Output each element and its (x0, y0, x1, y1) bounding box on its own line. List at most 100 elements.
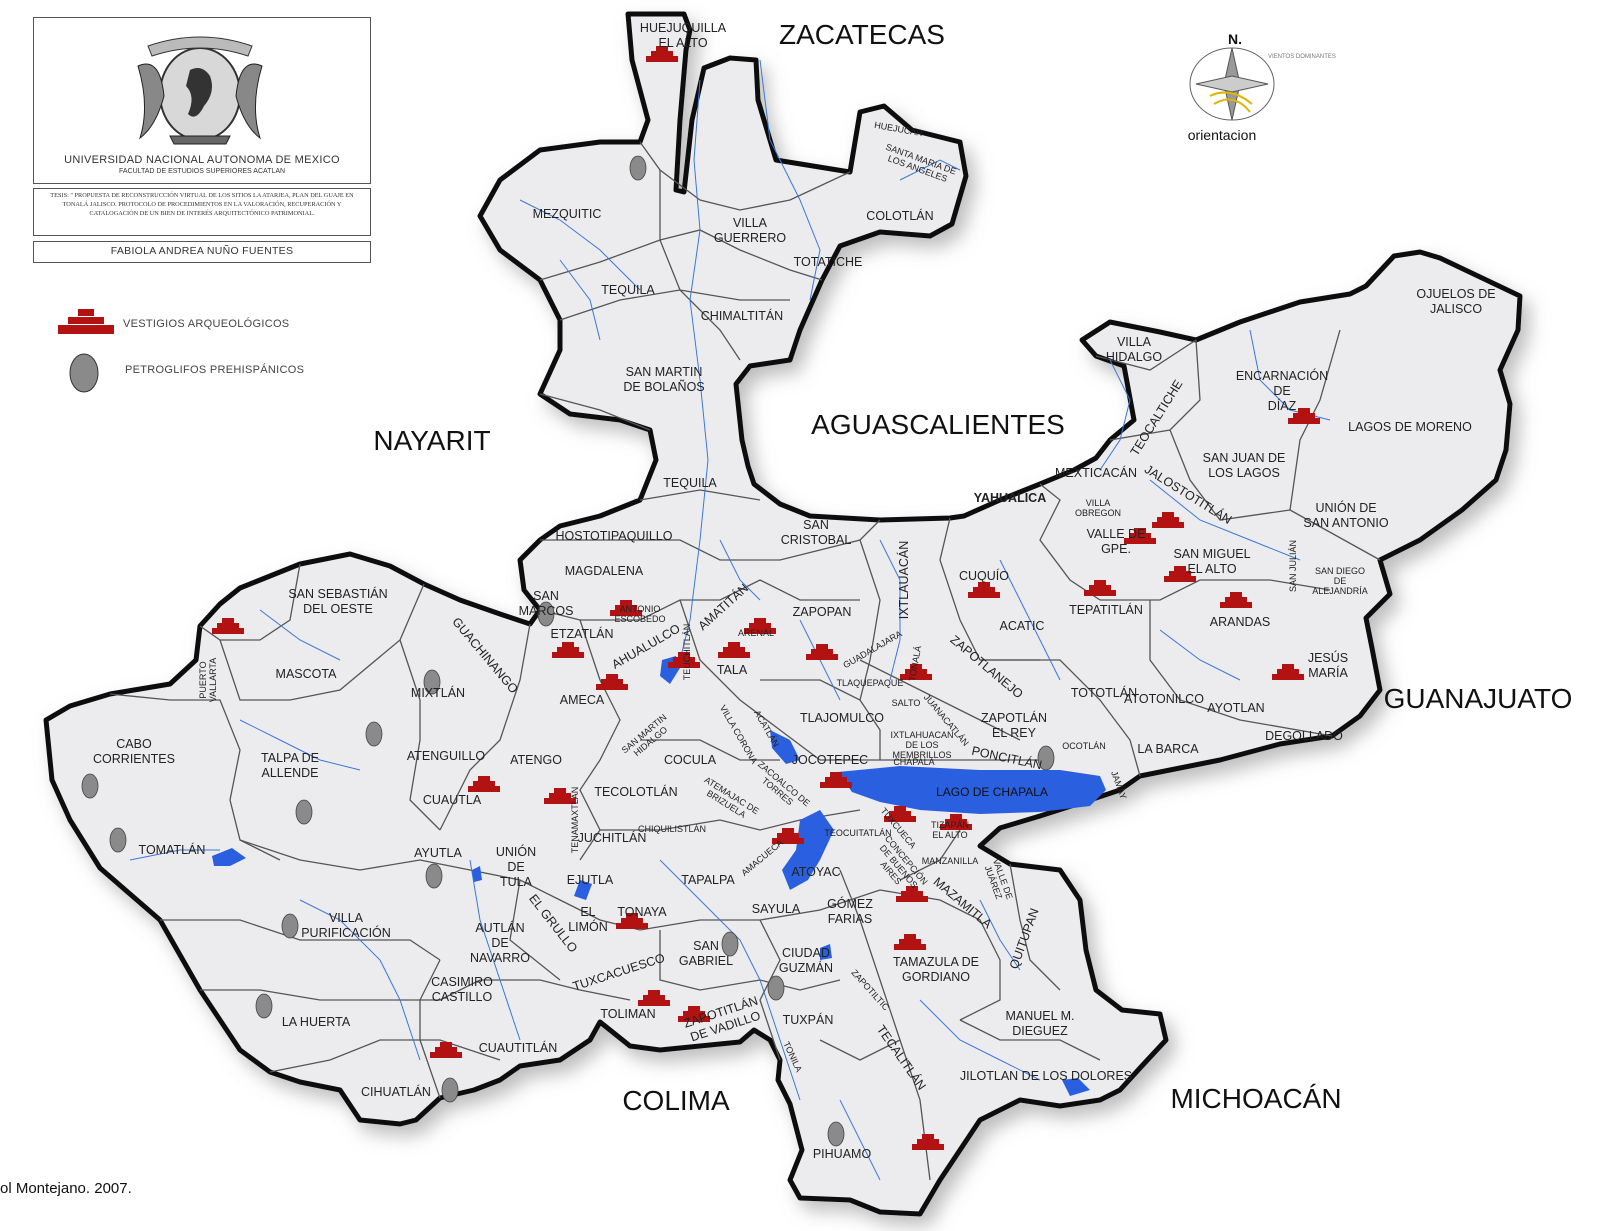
state-michoacan: MICHOACÁN (1170, 1083, 1341, 1114)
archaeological-site-icon (1220, 592, 1252, 608)
muni-label-line: GUERRERO (714, 231, 787, 245)
muni-label-line: VALLARTA (208, 658, 218, 703)
muni-label-line: CIHUATLÁN (361, 1084, 431, 1099)
compass-winds: VIENTOS DOMINANTES (1268, 54, 1336, 60)
muni-label-line: OCOTLÁN (1062, 741, 1106, 751)
muni-label-line: CHIMALTITÁN (701, 308, 783, 323)
muni-label-line: JESÚS (1308, 650, 1348, 665)
archaeological-site-icon (806, 644, 838, 660)
muni-label-line: MARÍA (1308, 665, 1348, 680)
muni-chiquilistlan: CHIQUILISTLÁN (638, 824, 706, 834)
muni-label-line: AYOTLAN (1207, 701, 1264, 715)
muni-label-line: AYUTLA (414, 846, 462, 860)
muni-label-line: SAN MARTIN (626, 365, 703, 379)
petroglyph-site-icon (423, 669, 441, 695)
muni-jocotepec: JOCOTEPEC (792, 753, 868, 767)
muni-label-line: ALEJANDRÍA (1312, 586, 1368, 596)
muni-puerto-vallarta: PUERTOVALLARTA (198, 658, 218, 703)
muni-degollado: DEGOLLADO (1265, 729, 1343, 743)
archaeological-site-icon (884, 806, 916, 822)
archaeological-site-icon (544, 788, 576, 804)
muni-tecolotlan: TECOLOTLÁN (594, 784, 677, 799)
muni-label-line: ZAPOTLÁN (981, 710, 1047, 725)
muni-arandas: ARANDAS (1210, 615, 1270, 629)
muni-tomatlan: TOMATLÁN (139, 842, 206, 857)
muni-label-line: SAN MIGUEL (1173, 547, 1250, 561)
muni-tlajomulco: TLAJOMULCO (800, 711, 884, 725)
muni-label-line: TLAJOMULCO (800, 711, 884, 725)
muni-label-line: MIXTLÁN (411, 685, 465, 700)
muni-label-line: HIDALGO (1106, 350, 1163, 364)
muni-colotlan: COLOTLÁN (866, 208, 933, 223)
petroglyph-site-icon (295, 799, 313, 825)
petroglyph-site-icon (281, 913, 299, 939)
muni-label-line: EL (580, 905, 595, 919)
muni-label-line: AMECA (560, 693, 605, 707)
muni-label-line: MANUEL M. (1006, 1009, 1075, 1023)
muni-juchitlan: JUCHITLÁN (578, 830, 647, 845)
muni-ocotlan: OCOTLÁN (1062, 741, 1106, 751)
muni-yahualica: YAHUALICA (974, 491, 1046, 505)
muni-label-line: JUCHITLÁN (578, 830, 647, 845)
thesis-box: TESIS: " PROPUESTA DE RECONSTRUCCIÓN VIR… (33, 188, 371, 236)
muni-label-line: DÍAZ (1268, 398, 1297, 413)
muni-chapala: CHAPALA (893, 757, 934, 767)
muni-label-line: SAN (533, 589, 559, 603)
muni-label-line: UNIÓN DE (1315, 500, 1376, 515)
muni-label-line: LA HUERTA (282, 1015, 351, 1029)
muni-label-line: VILLA (1086, 498, 1111, 508)
muni-label-line: EL REY (992, 726, 1037, 740)
muni-hostotipaquillo: HOSTOTIPAQUILLO (556, 529, 673, 543)
muni-label-line: ARENAL (738, 628, 774, 638)
muni-label-line: CASTILLO (432, 990, 493, 1004)
muni-label-line: ZAPOPAN (793, 605, 852, 619)
muni-mascota: MASCOTA (276, 667, 338, 681)
muni-label-line: TOLIMAN (600, 1007, 655, 1021)
muni-label-line: DE (507, 860, 524, 874)
muni-manzanilla: MANZANILLA (922, 856, 979, 866)
muni-label-line: CASIMIRO (431, 975, 493, 989)
muni-label-line: VALLE DE (1087, 527, 1146, 541)
muni-label-line: TEPATITLÁN (1069, 602, 1143, 617)
archaeological-site-icon (820, 772, 852, 788)
muni-chimaltitan: CHIMALTITÁN (701, 308, 783, 323)
muni-label-line: SAN JUAN DE (1203, 451, 1286, 465)
muni-label-line: DEGOLLADO (1265, 729, 1343, 743)
muni-label-line: GORDIANO (902, 970, 970, 984)
muni-pihuamo: PIHUAMO (813, 1147, 872, 1161)
lake-tomatlan-dam (212, 848, 246, 866)
muni-label-line: ENCARNACIÓN (1236, 368, 1328, 383)
muni-label-line: VILLA (329, 911, 364, 925)
archaeological-site-icon (1272, 664, 1304, 680)
lake-sayula (782, 810, 834, 890)
archaeological-site-icon (912, 1134, 944, 1150)
muni-label-line: IXTLAUACÁN (896, 541, 911, 620)
archaeological-site-icon (1288, 408, 1320, 424)
petroglyph-site-icon (255, 993, 273, 1019)
state-colima: COLIMA (622, 1085, 730, 1116)
petroglyph-site-icon (441, 1077, 459, 1103)
muni-label-line: TALA (717, 663, 748, 677)
state-nayarit: NAYARIT (373, 425, 490, 456)
muni-label-line: DE LOS (905, 740, 938, 750)
archaeological-site-icon (596, 674, 628, 690)
thesis-title: TESIS: " PROPUESTA DE RECONSTRUCCIÓN VIR… (50, 192, 354, 217)
muni-label-line: ARANDAS (1210, 615, 1270, 629)
muni-zapopan: ZAPOPAN (793, 605, 852, 619)
muni-label-line: DE (1273, 384, 1290, 398)
muni-label-line: CHAPALA (893, 757, 934, 767)
muni-mexticacan: MEXTICACÁN (1055, 465, 1137, 480)
muni-label-line: MEMBRILLOS (892, 750, 951, 760)
lake-zapotlan (820, 944, 832, 960)
muni-label-line: PURIFICACIÓN (301, 925, 391, 940)
muni-teocuitatlan: TEOCUITATLÁN (824, 828, 891, 838)
petroglyph-markers (81, 155, 1055, 1147)
